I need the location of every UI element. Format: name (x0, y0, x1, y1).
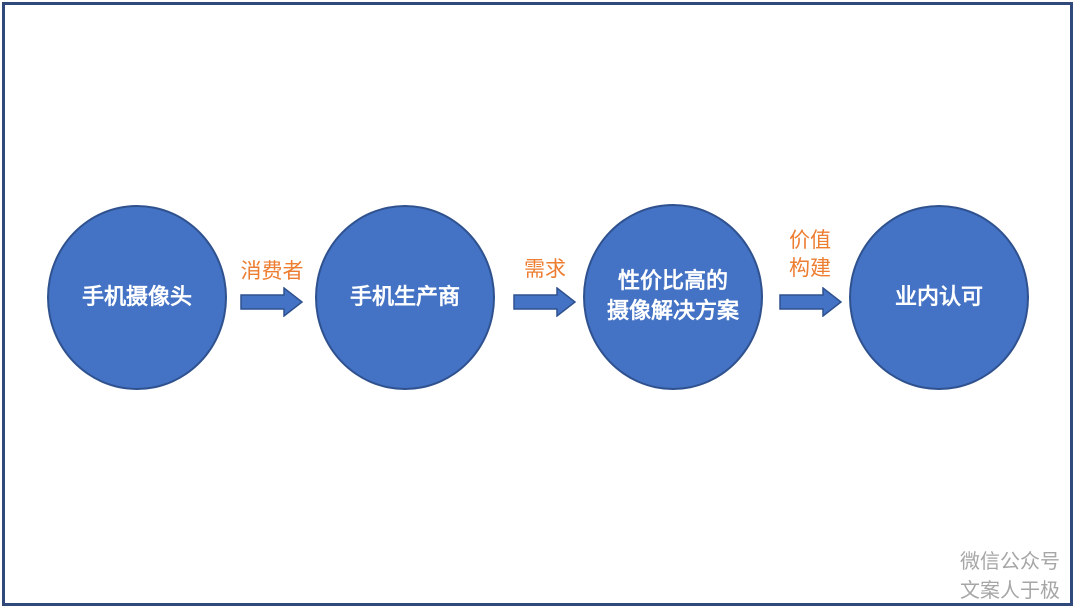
edge-label-consumer: 消费者 (240, 259, 304, 283)
node-phone-camera: 手机摄像头 (47, 205, 227, 390)
arrow-right-icon (779, 287, 843, 317)
edge-label-demand: 需求 (524, 257, 566, 281)
node-label: 业内认可 (894, 284, 983, 310)
node-label: 手机摄像头 (81, 284, 192, 310)
arrow-right-icon (513, 287, 577, 317)
node-industry-recognition: 业内认可 (849, 205, 1029, 390)
node-label: 性价比高的 摄像解决方案 (606, 269, 739, 324)
watermark-line-2: 文案人于极 (960, 578, 1060, 602)
node-cost-effective-solution: 性价比高的 摄像解决方案 (583, 204, 763, 390)
watermark: 微信公众号 文案人于极 (960, 547, 1060, 605)
arrow-right-icon (240, 287, 304, 317)
diagram-frame (2, 2, 1073, 606)
watermark-line-1: 微信公众号 (960, 549, 1060, 573)
edge-label-value-building: 价值 构建 (789, 228, 831, 280)
node-label: 手机生产商 (349, 284, 460, 310)
node-phone-manufacturer: 手机生产商 (315, 205, 495, 390)
